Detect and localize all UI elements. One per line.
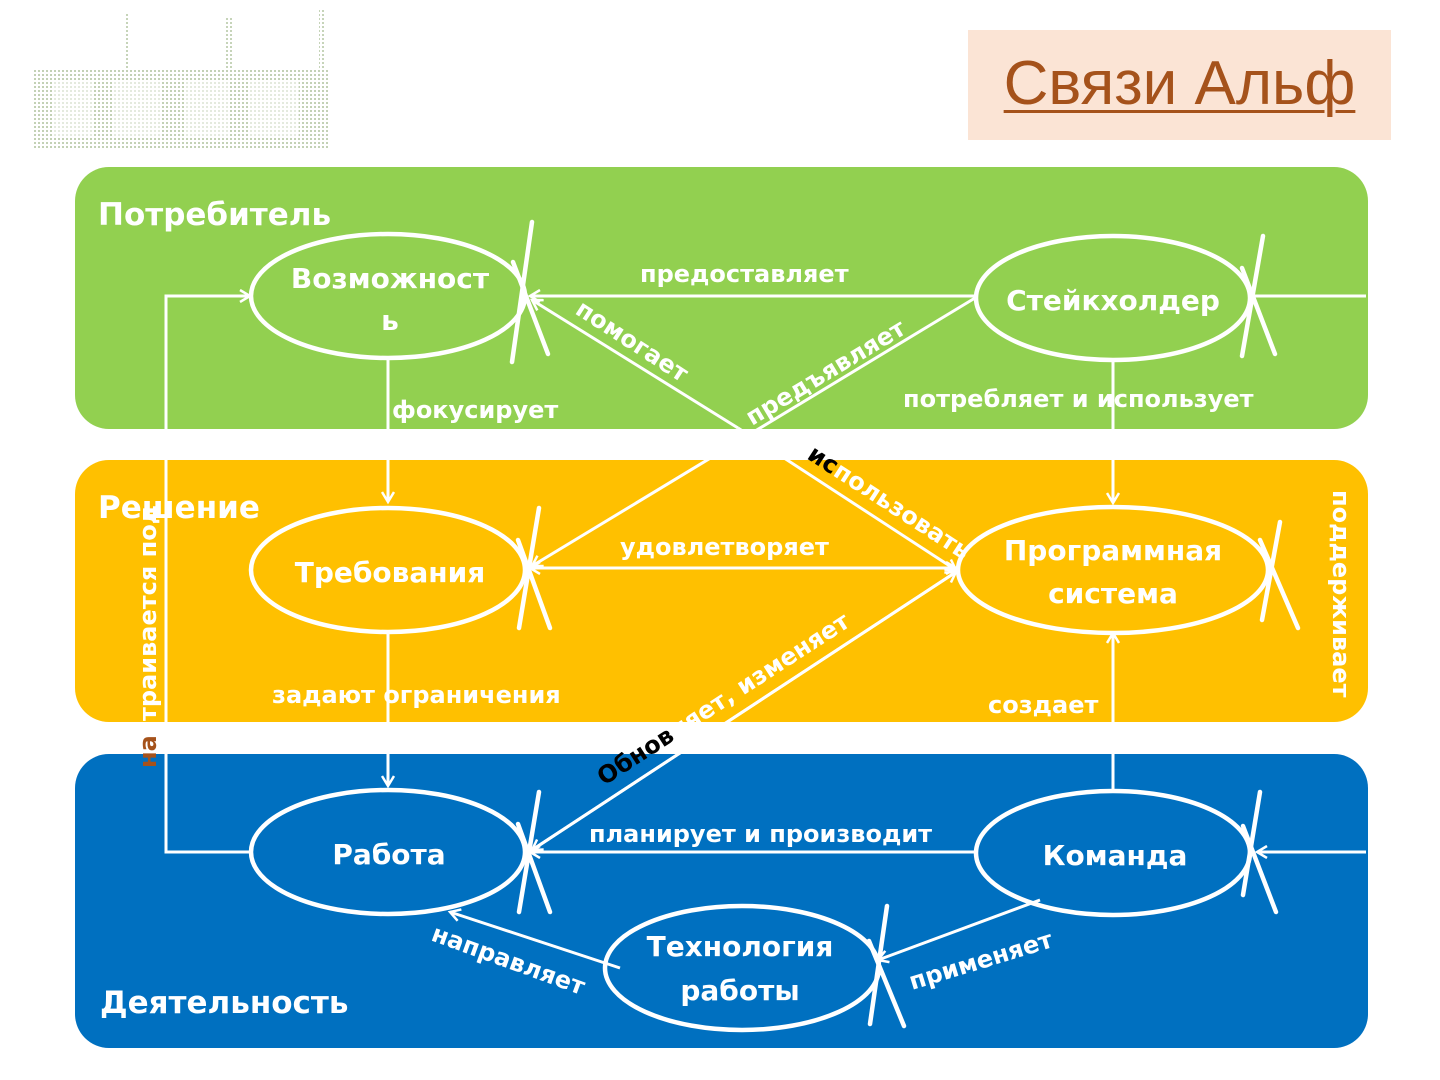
- alpha-work: [248, 787, 528, 917]
- alpha-label-way-1: Технология: [647, 930, 834, 963]
- title-box: Связи Альф: [968, 30, 1391, 140]
- area-endeavor: [75, 754, 1368, 1048]
- edge-guides: [450, 912, 621, 970]
- alpha-label-software-2: система: [1048, 577, 1178, 610]
- alpha-label-opportunity-1: Возможност: [291, 262, 490, 295]
- alpha-label-way-2: работы: [680, 974, 799, 1007]
- logo: [34, 10, 330, 148]
- rel-plans-performs: планирует и производит: [589, 820, 932, 848]
- edge-presents: [532, 296, 976, 568]
- rel-supports: поддерживает: [1327, 490, 1355, 698]
- area-label-endeavor: Деятельность: [100, 985, 349, 1021]
- rel-provides: предоставляет: [640, 260, 849, 288]
- alpha-software-system: [955, 504, 1271, 636]
- page-title: Связи Альф: [1003, 49, 1356, 118]
- alpha-label-software-1: Программная: [1004, 534, 1222, 567]
- slash-opportunity: [509, 219, 535, 365]
- edge-applies: [878, 898, 1041, 960]
- area-solution: [75, 460, 1368, 722]
- rel-constrain: задают ограничения: [272, 681, 561, 709]
- edge-helps: [532, 300, 739, 430]
- rel-consumes-uses: потребляет и использует: [903, 385, 1254, 413]
- alpha-label-team: Команда: [1043, 839, 1188, 872]
- alpha-requirements: [248, 505, 528, 635]
- rel-satisfies: удовлетворяет: [620, 533, 829, 561]
- alpha-label-stakeholders: Стейкхолдер: [1006, 284, 1220, 317]
- alpha-label-opportunity-2: ь: [381, 304, 399, 337]
- rel-tuned: настраивается под: [134, 505, 162, 768]
- rel-produces: создает: [988, 691, 1099, 719]
- edge-use: [737, 426, 956, 570]
- area-label-customer: Потребитель: [98, 197, 331, 233]
- rel-focuses: фокусирует: [392, 396, 558, 424]
- alpha-label-requirements: Требования: [295, 556, 485, 589]
- edge-tuned: [164, 296, 252, 854]
- alpha-label-work: Работа: [332, 838, 445, 871]
- area-label-solution: Решение: [98, 490, 260, 526]
